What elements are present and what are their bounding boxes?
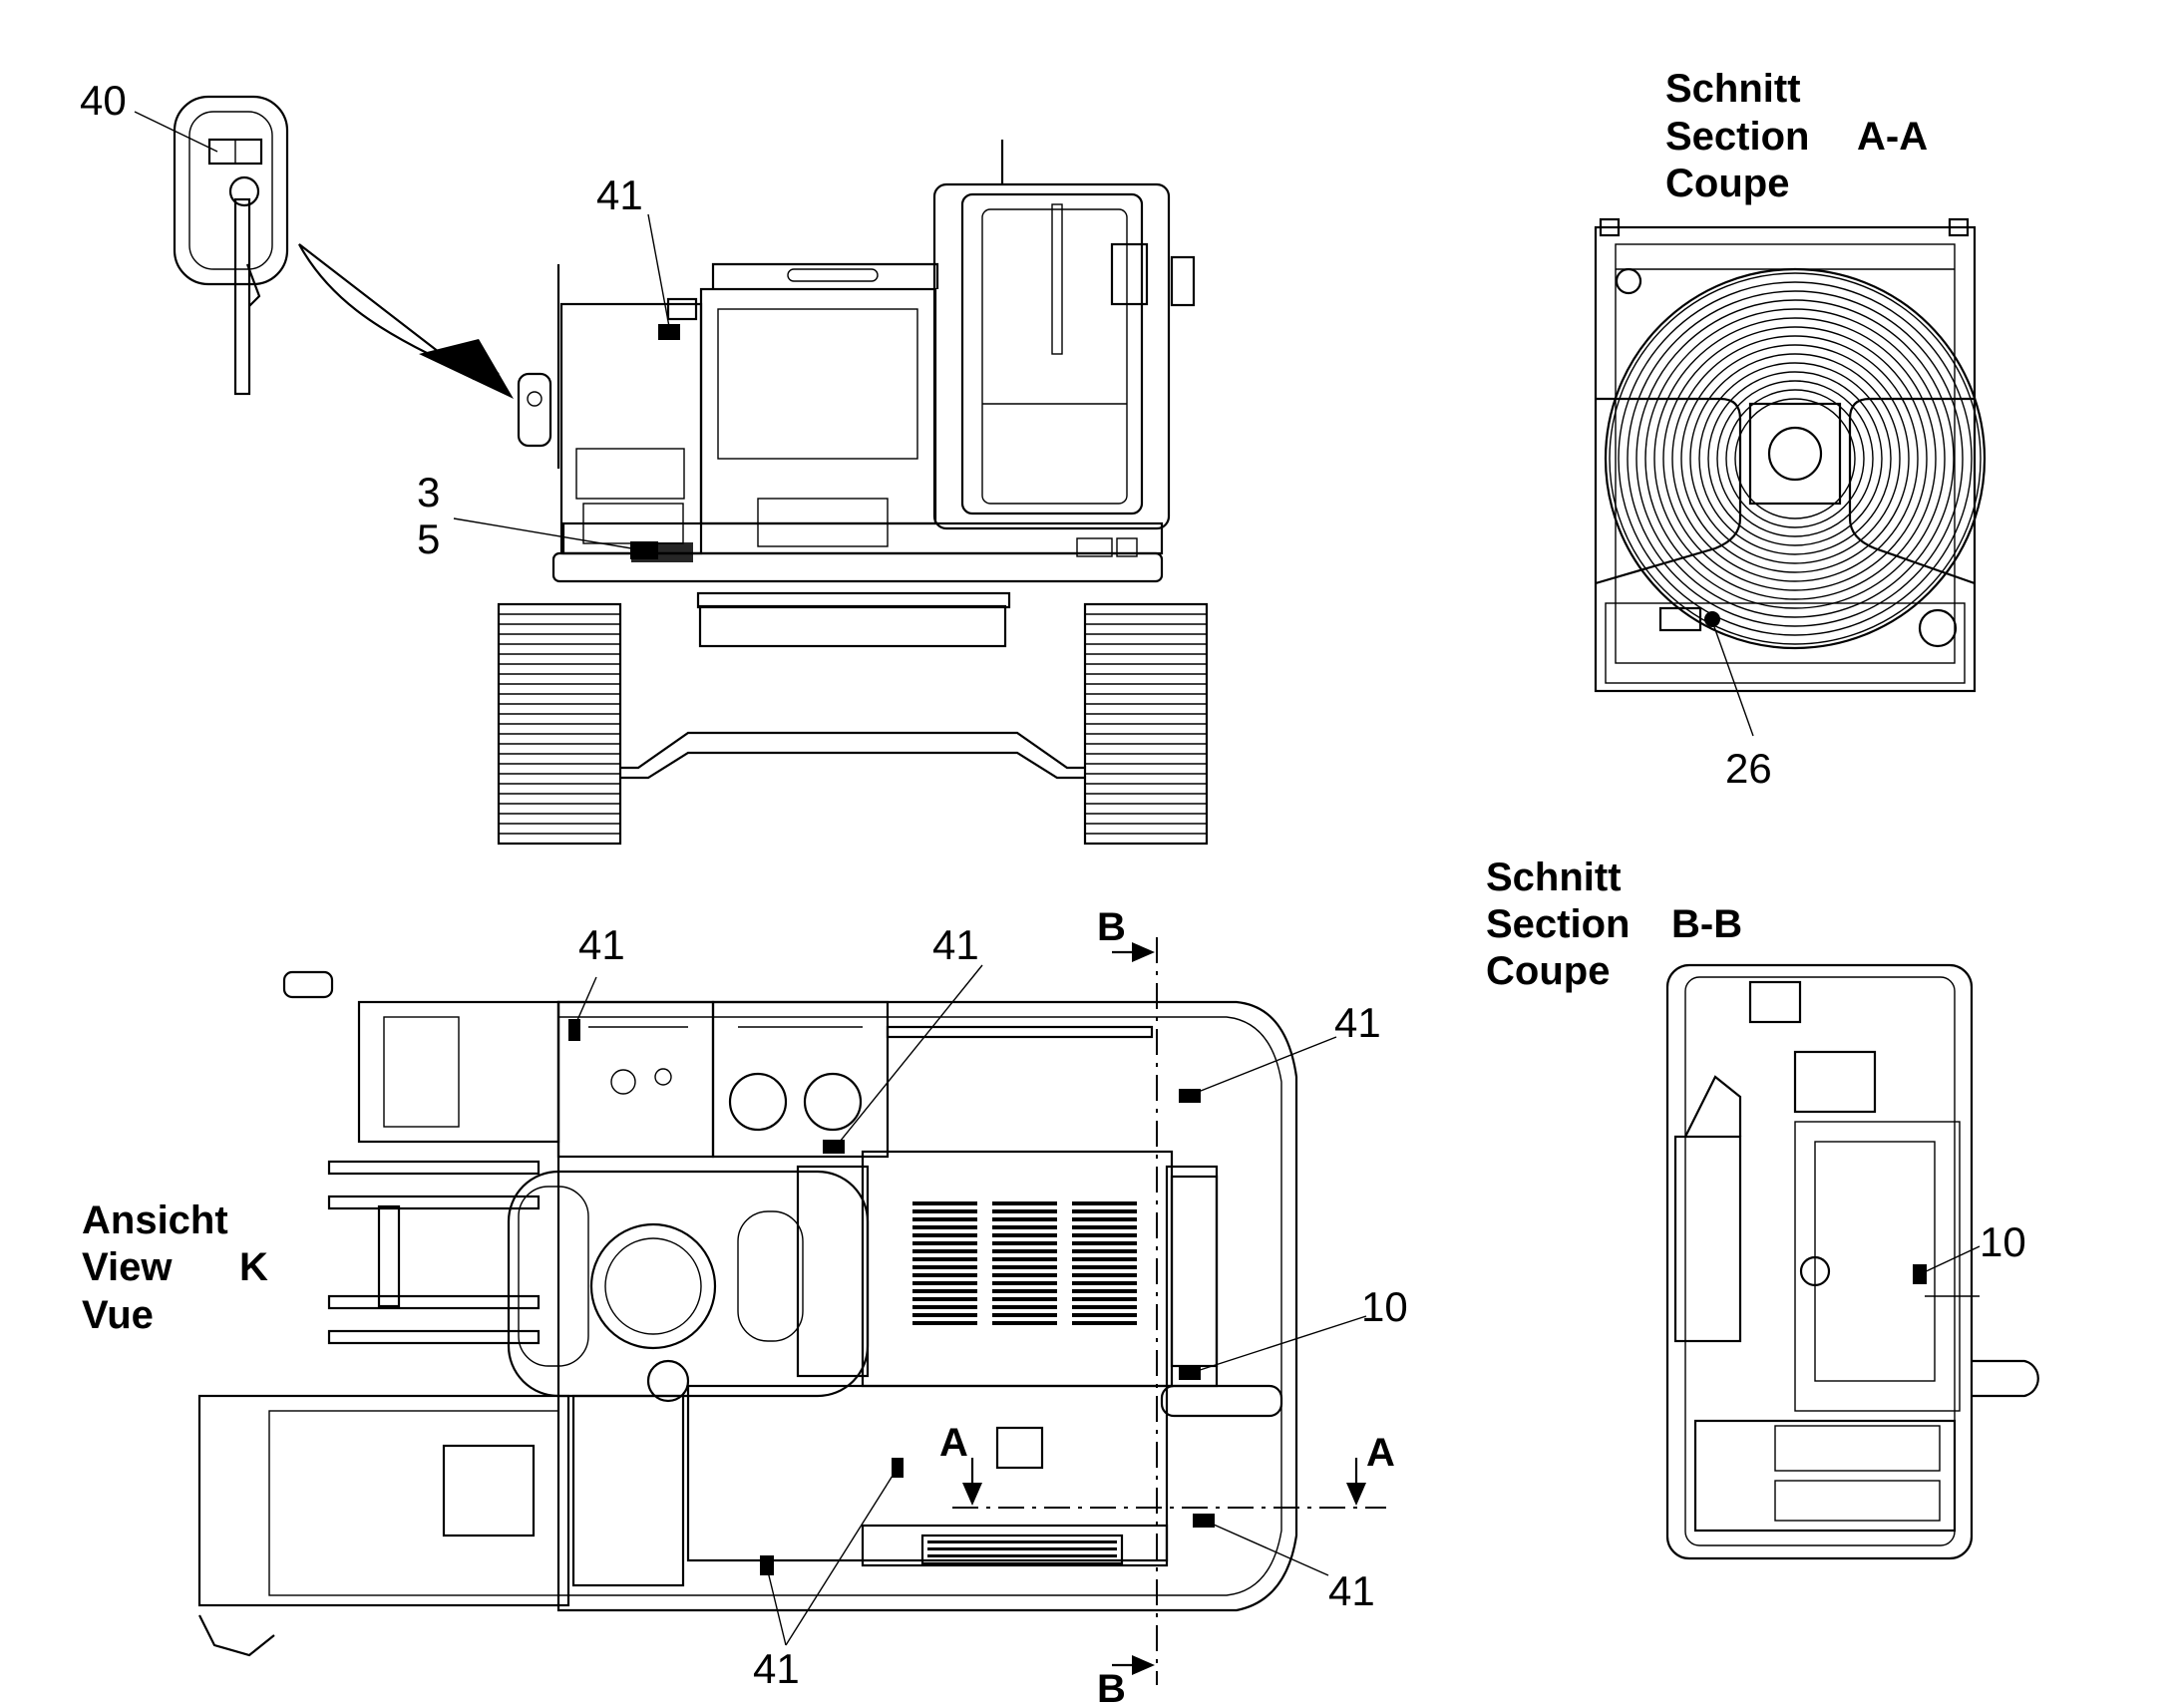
rear-view-machine: [497, 140, 1209, 846]
view-k-id: K: [239, 1245, 268, 1289]
callout-41-right-lower: 41: [1328, 1567, 1375, 1614]
view-k-title-line3: Vue: [82, 1293, 154, 1337]
cut-mark-a-right: A: [1366, 1431, 1395, 1475]
cut-mark-b-top: B: [1097, 905, 1126, 949]
section-a-a-title-line3: Coupe: [1665, 162, 1789, 205]
callout-3: 3: [417, 469, 440, 515]
section-b-b-title-line2: Section: [1486, 902, 1630, 946]
section-b-b-title-line1: Schnitt: [1486, 855, 1622, 899]
top-view-k-drawing: [197, 970, 1298, 1657]
callout-41-top-middle: 41: [932, 921, 979, 968]
callout-40: 40: [80, 77, 127, 124]
section-a-a-drawing: [1594, 217, 1987, 693]
callout-26: 26: [1725, 745, 1772, 792]
leader-lines: [134, 111, 1981, 1646]
section-a-a-title-line1: Schnitt: [1665, 67, 1801, 111]
detail-inset-decal-40: [173, 95, 514, 399]
view-k-title-line1: Ansicht: [82, 1198, 228, 1242]
section-b-b-drawing: [1665, 963, 2039, 1560]
cut-line-a-a: [952, 1458, 1386, 1509]
section-a-a-title-line2: Section: [1665, 115, 1809, 159]
callout-41-right-upper: 41: [1334, 999, 1381, 1046]
cut-mark-b-bottom: B: [1097, 1667, 1126, 1708]
section-b-b-title-line3: Coupe: [1486, 949, 1610, 993]
callout-41-top-left: 41: [578, 921, 625, 968]
view-k-title-line2: View: [82, 1245, 173, 1289]
callout-10-section-b-b: 10: [1980, 1218, 2026, 1265]
callout-41-bottom: 41: [753, 1645, 800, 1692]
callout-10-top-view: 10: [1361, 1283, 1408, 1330]
section-a-a-id: A-A: [1857, 115, 1928, 159]
cut-line-b-b: [1112, 937, 1158, 1685]
callout-41-rear-view: 41: [596, 171, 643, 218]
cut-mark-a-left: A: [939, 1421, 968, 1465]
section-b-b-id: B-B: [1671, 902, 1742, 946]
callout-5: 5: [417, 515, 440, 562]
